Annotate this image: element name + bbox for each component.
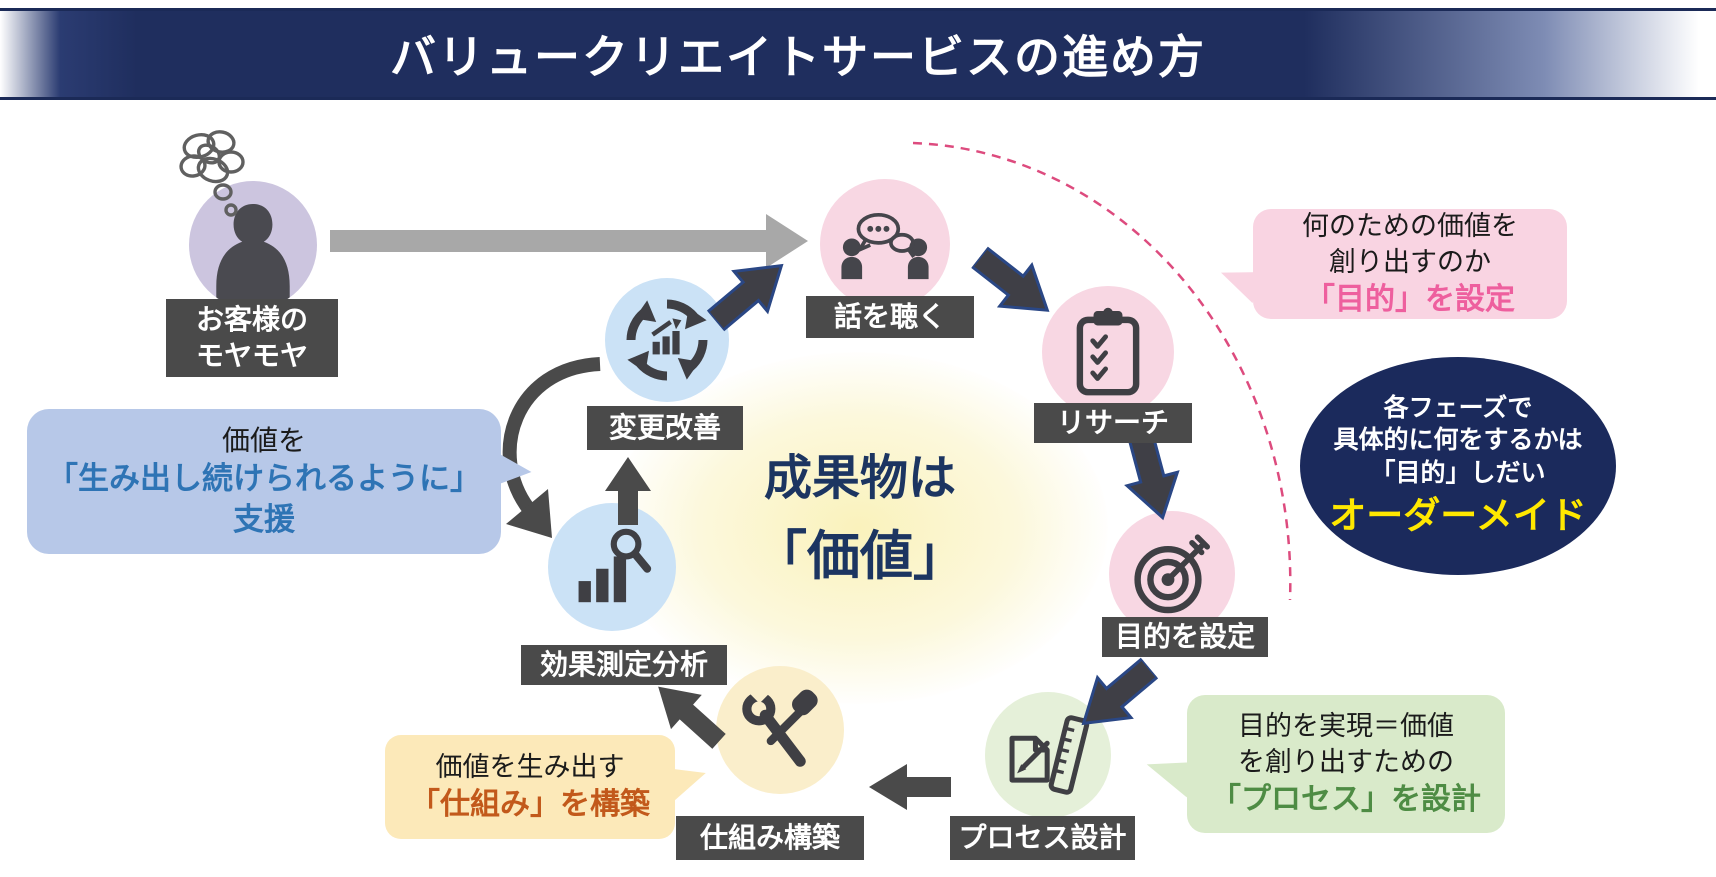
node-build-label: 仕組み構築 bbox=[676, 816, 864, 860]
page-title: バリュークリエイトサービスの進め方 bbox=[390, 31, 1206, 83]
deliverable-statement: 成果物は 「価値」 bbox=[640, 438, 1080, 590]
callout-mechanism: 価値を生み出す 「仕組み」を構築 bbox=[385, 735, 675, 839]
arrow-research-to-set-goal bbox=[1124, 429, 1180, 521]
customer-label: お客様の モヤモヤ bbox=[166, 299, 338, 377]
callout-order-line2: 具体的に何をするかは bbox=[1333, 426, 1583, 455]
node-research-circle bbox=[1042, 286, 1174, 418]
cycle-arrows-chart-icon bbox=[626, 299, 708, 381]
person-icon bbox=[216, 203, 290, 299]
customer-to-listen-arrow bbox=[330, 214, 808, 268]
target-dart-icon bbox=[1134, 534, 1210, 614]
callout-process-line1: 目的を実現＝価値 bbox=[1238, 711, 1454, 742]
arrow-set-goal-to-process bbox=[1081, 656, 1160, 726]
callout-support-line1: 価値を bbox=[221, 425, 306, 456]
chat-people-icon bbox=[841, 212, 929, 280]
node-research-label: リサーチ bbox=[1034, 403, 1192, 443]
node-measure-circle bbox=[548, 503, 676, 631]
tools-icon bbox=[742, 684, 818, 767]
deliverable-line2: 「価値」 bbox=[754, 527, 966, 586]
arrow-listen-to-research bbox=[970, 245, 1050, 312]
arrow-improve-to-listen bbox=[705, 263, 784, 333]
node-process-design-label: プロセス設計 bbox=[950, 816, 1135, 860]
node-build-circle bbox=[716, 666, 844, 794]
deliverable-line1: 成果物は bbox=[763, 452, 956, 505]
arrow-measure-to-improve bbox=[605, 457, 651, 525]
callout-process-design: 目的を実現＝価値 を創り出すための 「プロセス」を設計 bbox=[1187, 695, 1505, 833]
title-banner: バリュークリエイトサービスの進め方 bbox=[0, 8, 1716, 100]
customer-avatar bbox=[189, 181, 317, 309]
node-measure-label: 効果測定分析 bbox=[521, 645, 727, 685]
node-listen-label: 話を聴く bbox=[806, 296, 974, 338]
scribble-icon bbox=[179, 130, 245, 217]
callout-process-accent: 「プロセス」を設計 bbox=[1211, 782, 1481, 816]
document-pencil-ruler-icon bbox=[1009, 715, 1090, 795]
callout-purpose-line2: 創り出すのか bbox=[1329, 246, 1491, 277]
node-set-goal-label: 目的を設定 bbox=[1102, 617, 1268, 657]
callout-order-made: 各フェーズで 具体的に何をするかは 「目的」しだい オーダーメイド bbox=[1300, 357, 1616, 575]
callout-order-accent: オーダーメイド bbox=[1329, 495, 1587, 537]
callout-support-accent: 「生み出し続けられるように」 bbox=[47, 461, 481, 497]
node-set-goal-circle bbox=[1109, 511, 1235, 637]
callout-purpose-line1: 何のための価値を bbox=[1302, 211, 1518, 242]
callout-process-line2: を創り出すための bbox=[1238, 746, 1454, 777]
node-improve-label: 変更改善 bbox=[587, 406, 743, 450]
callout-order-line3: 「目的」しだい bbox=[1370, 458, 1546, 487]
purpose-scope-dashed-arc bbox=[912, 141, 1292, 601]
node-improve-circle bbox=[605, 278, 729, 402]
arrow-process-to-build bbox=[869, 764, 951, 810]
callout-mechanism-accent: 「仕組み」を構築 bbox=[410, 788, 650, 822]
callout-order-line1: 各フェーズで bbox=[1383, 393, 1533, 422]
arrow-build-to-measure bbox=[658, 686, 726, 749]
callout-support: 価値を 「生み出し続けられるように」 支援 bbox=[27, 409, 501, 554]
callout-support-line3: 支援 bbox=[233, 501, 295, 537]
node-listen-circle bbox=[820, 179, 950, 309]
callout-purpose: 何のための価値を 創り出すのか 「目的」を設定 bbox=[1253, 209, 1567, 319]
callout-mechanism-line1: 価値を生み出す bbox=[435, 751, 625, 782]
clipboard-checklist-icon bbox=[1076, 307, 1140, 396]
bar-chart-magnifier-icon bbox=[578, 528, 652, 603]
callout-purpose-accent: 「目的」を設定 bbox=[1305, 282, 1515, 316]
